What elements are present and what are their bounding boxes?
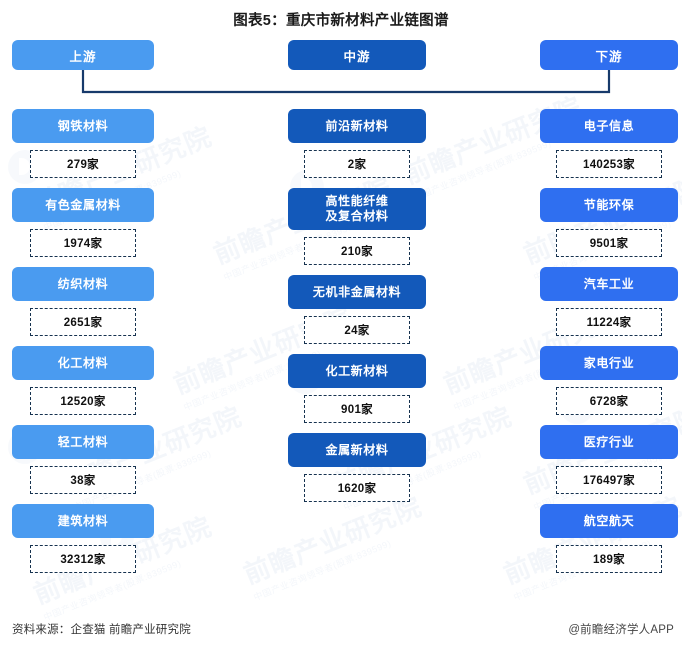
chain-node: 航空航天 189家 [540, 504, 678, 573]
node-count-wrap: 12520家 [12, 387, 154, 415]
node-label-box[interactable]: 高性能纤维及复合材料 [288, 188, 426, 230]
chain-node: 医疗行业 176497家 [540, 425, 678, 494]
node-count-wrap: 11224家 [540, 308, 678, 336]
node-label-box[interactable]: 无机非金属材料 [288, 275, 426, 309]
chain-node: 金属新材料 1620家 [288, 433, 426, 502]
column-items-downstream: 电子信息 140253家节能环保 9501家汽车工业 11224家家电行业 6728家医… [540, 109, 678, 583]
chain-node: 化工材料 12520家 [12, 346, 154, 415]
node-label-box[interactable]: 汽车工业 [540, 267, 678, 301]
node-count-wrap: 6728家 [540, 387, 678, 415]
node-count: 6728家 [556, 387, 662, 415]
node-count-wrap: 1620家 [288, 474, 426, 502]
node-count: 189家 [556, 545, 662, 573]
column-midstream: 中游 前沿新材料 2家高性能纤维及复合材料 210家无机非金属材料 24家化工新材料 9… [288, 40, 426, 502]
node-count-wrap: 279家 [12, 150, 154, 178]
chain-node: 化工新材料 901家 [288, 354, 426, 423]
node-label-box[interactable]: 化工新材料 [288, 354, 426, 388]
chain-node: 轻工材料 38家 [12, 425, 154, 494]
node-label-box[interactable]: 钢铁材料 [12, 109, 154, 143]
node-count-wrap: 1974家 [12, 229, 154, 257]
node-count: 140253家 [556, 150, 662, 178]
node-count: 32312家 [30, 545, 136, 573]
node-label-box[interactable]: 前沿新材料 [288, 109, 426, 143]
node-count: 901家 [304, 395, 410, 423]
node-count: 24家 [304, 316, 410, 344]
node-label-box[interactable]: 电子信息 [540, 109, 678, 143]
node-count: 11224家 [556, 308, 662, 336]
chain-node: 前沿新材料 2家 [288, 109, 426, 178]
node-label-box[interactable]: 纺织材料 [12, 267, 154, 301]
node-label-box[interactable]: 医疗行业 [540, 425, 678, 459]
node-count-wrap: 2651家 [12, 308, 154, 336]
node-count-wrap: 9501家 [540, 229, 678, 257]
chain-node: 节能环保 9501家 [540, 188, 678, 257]
node-label-box[interactable]: 有色金属材料 [12, 188, 154, 222]
node-count-wrap: 176497家 [540, 466, 678, 494]
node-count-wrap: 189家 [540, 545, 678, 573]
chain-node: 无机非金属材料 24家 [288, 275, 426, 344]
node-count-wrap: 901家 [288, 395, 426, 423]
node-count: 176497家 [556, 466, 662, 494]
chain-node: 高性能纤维及复合材料 210家 [288, 188, 426, 265]
node-count-wrap: 38家 [12, 466, 154, 494]
node-count: 38家 [30, 466, 136, 494]
footer: 资料来源：企查猫 前瞻产业研究院 @前瞻经济学人APP [0, 621, 682, 639]
column-header-midstream: 中游 [288, 40, 426, 70]
node-count-wrap: 210家 [288, 237, 426, 265]
node-count: 9501家 [556, 229, 662, 257]
node-count-wrap: 2家 [288, 150, 426, 178]
column-items-upstream: 钢铁材料 279家有色金属材料 1974家纺织材料 2651家化工材料 12520家轻工… [12, 109, 154, 583]
node-label-box[interactable]: 航空航天 [540, 504, 678, 538]
chain-node: 钢铁材料 279家 [12, 109, 154, 178]
node-count-wrap: 24家 [288, 316, 426, 344]
node-label-box[interactable]: 轻工材料 [12, 425, 154, 459]
node-label-box[interactable]: 家电行业 [540, 346, 678, 380]
app-credit: @前瞻经济学人APP [568, 624, 674, 636]
chain-node: 汽车工业 11224家 [540, 267, 678, 336]
node-label-box[interactable]: 建筑材料 [12, 504, 154, 538]
node-label-box[interactable]: 节能环保 [540, 188, 678, 222]
node-label-box[interactable]: 化工材料 [12, 346, 154, 380]
supply-chain-board: 上游 钢铁材料 279家有色金属材料 1974家纺织材料 2651家化工材料 12520… [0, 40, 682, 608]
chain-node: 纺织材料 2651家 [12, 267, 154, 336]
column-header-downstream: 下游 [540, 40, 678, 70]
node-count: 2家 [304, 150, 410, 178]
column-upstream: 上游 钢铁材料 279家有色金属材料 1974家纺织材料 2651家化工材料 12520… [12, 40, 154, 573]
node-count: 279家 [30, 150, 136, 178]
column-items-midstream: 前沿新材料 2家高性能纤维及复合材料 210家无机非金属材料 24家化工新材料 901家… [288, 109, 426, 512]
node-count: 1620家 [304, 474, 410, 502]
node-count: 2651家 [30, 308, 136, 336]
node-count: 210家 [304, 237, 410, 265]
chain-node: 建筑材料 32312家 [12, 504, 154, 573]
node-count-wrap: 32312家 [12, 545, 154, 573]
column-downstream: 下游 电子信息 140253家节能环保 9501家汽车工业 11224家家电行业 672… [540, 40, 678, 573]
connector-lines [81, 70, 611, 94]
node-count: 12520家 [30, 387, 136, 415]
chain-node: 有色金属材料 1974家 [12, 188, 154, 257]
column-header-upstream: 上游 [12, 40, 154, 70]
source-note: 资料来源：企查猫 前瞻产业研究院 [12, 624, 191, 636]
node-label-box[interactable]: 金属新材料 [288, 433, 426, 467]
page-title: 图表5：重庆市新材料产业链图谱 [233, 13, 449, 29]
node-count: 1974家 [30, 229, 136, 257]
node-count-wrap: 140253家 [540, 150, 678, 178]
chain-node: 家电行业 6728家 [540, 346, 678, 415]
chain-node: 电子信息 140253家 [540, 109, 678, 178]
connector-path [81, 70, 611, 94]
